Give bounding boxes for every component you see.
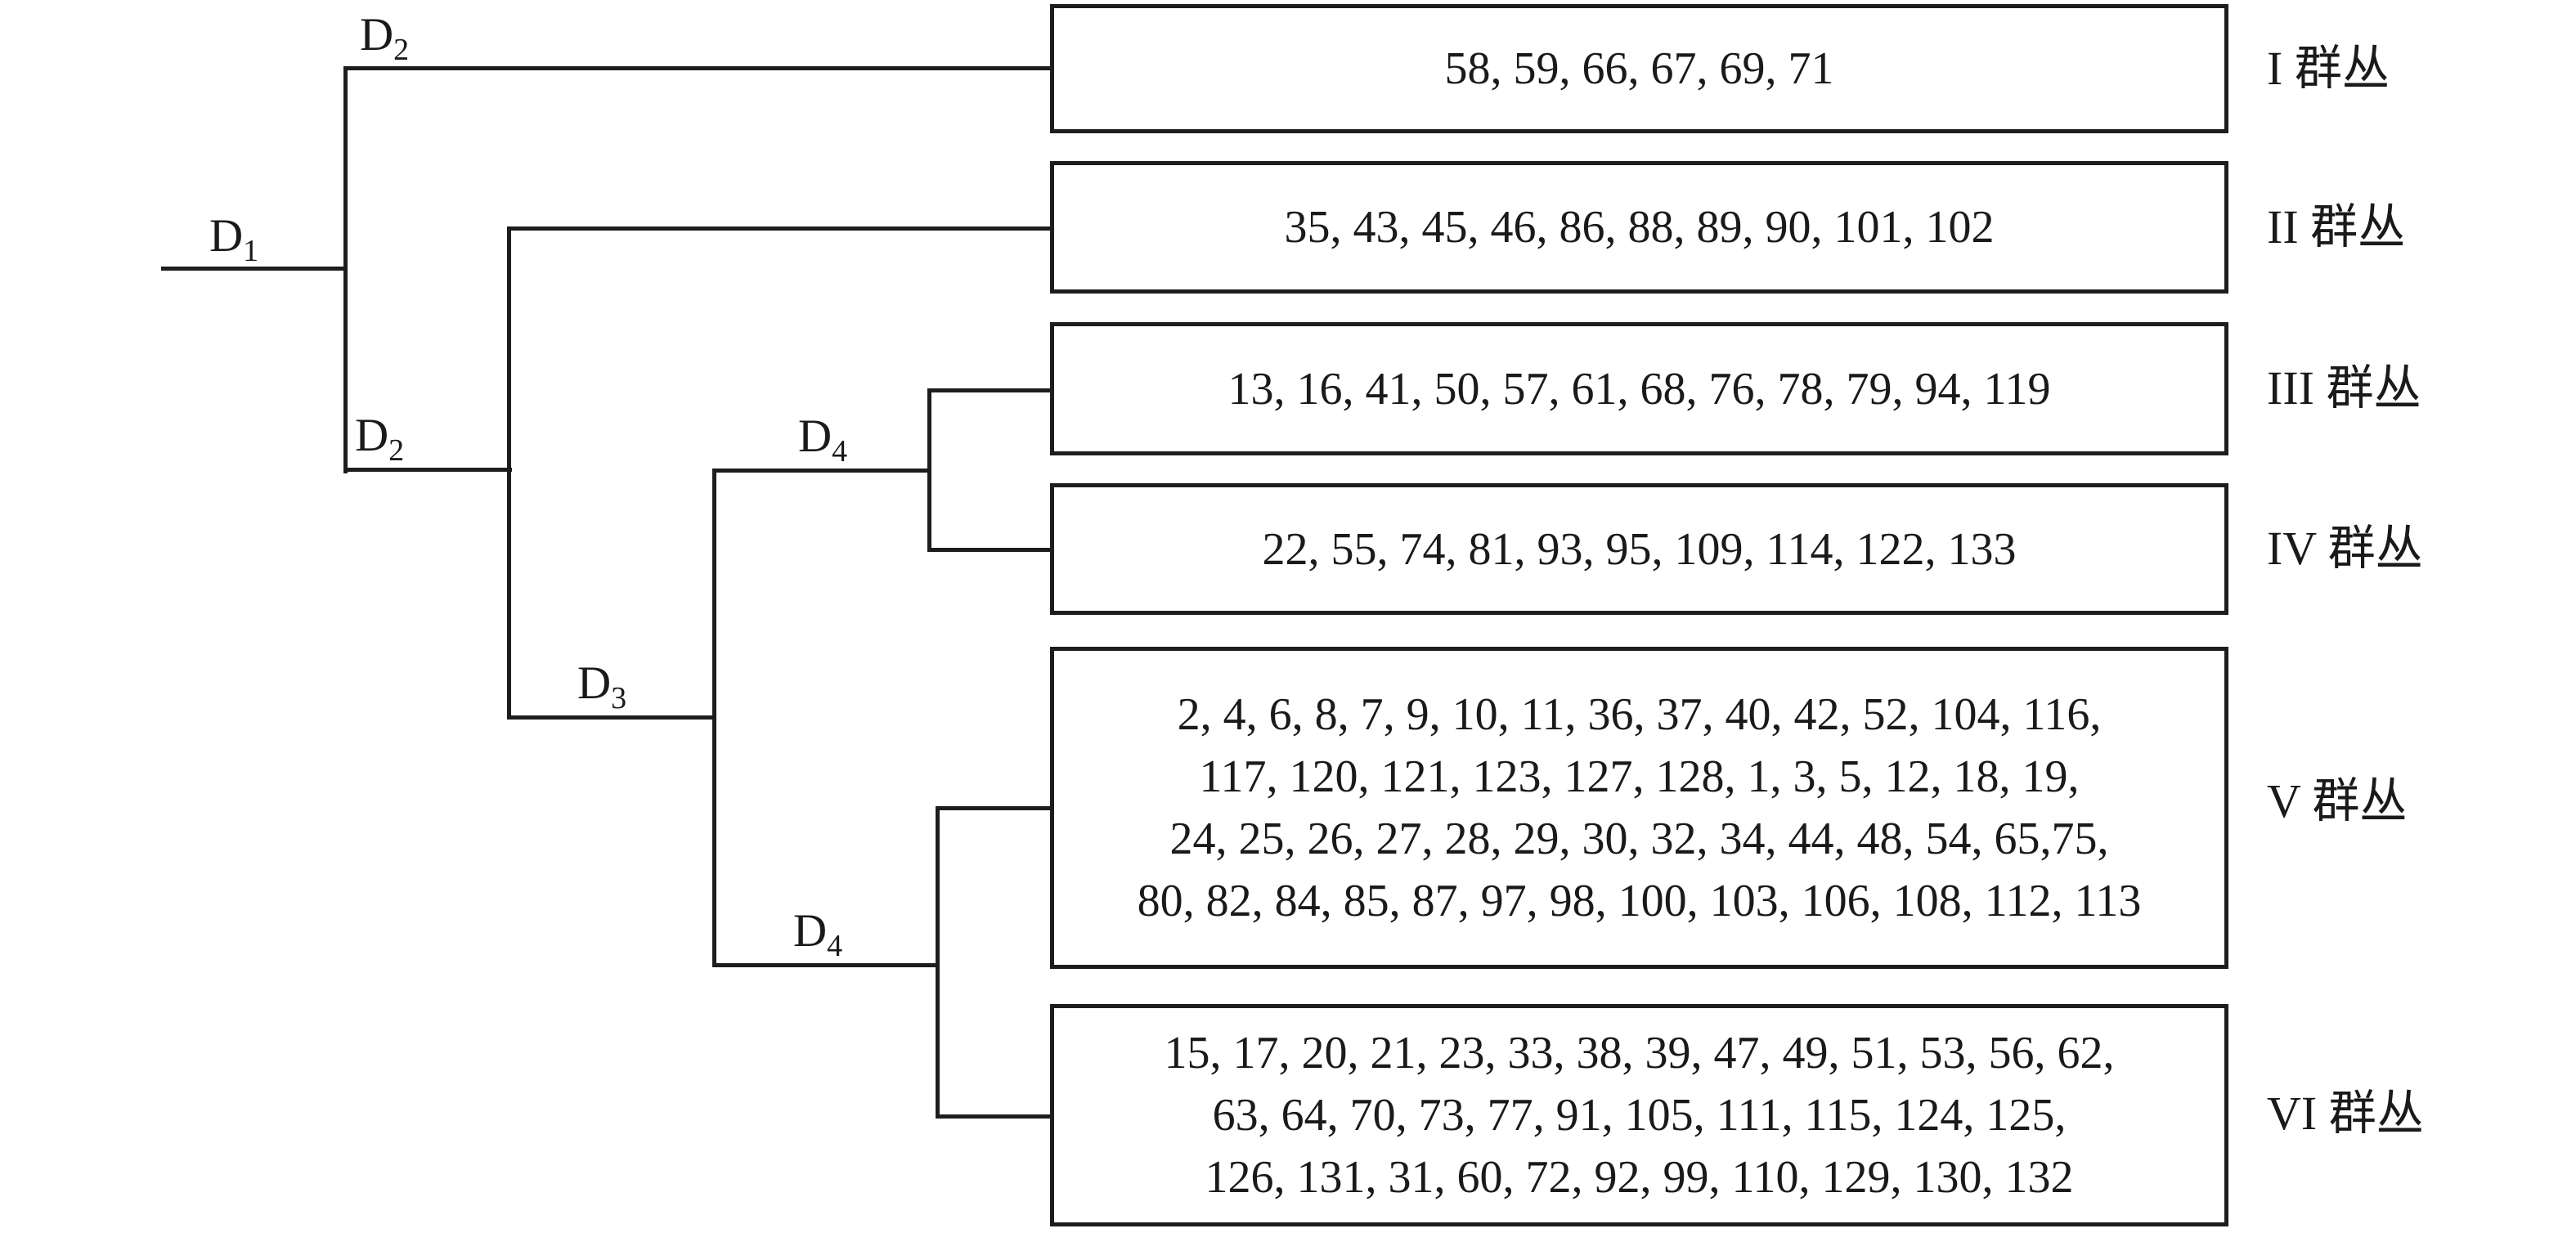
node-label-d1-base: D bbox=[209, 210, 244, 262]
cluster-label-4: IV 群丛 bbox=[2267, 522, 2423, 575]
d3-split-bracket-line bbox=[712, 469, 716, 967]
cluster-label-5: V 群丛 bbox=[2267, 774, 2408, 827]
node-label-d2-top-base: D bbox=[360, 9, 394, 61]
node-label-d1-sub: 1 bbox=[243, 234, 259, 268]
node-label-d4-lower-sub: 4 bbox=[827, 929, 843, 963]
node-label-d2-top: D2 bbox=[360, 9, 409, 66]
node-label-d1: D1 bbox=[209, 210, 258, 267]
cluster-label-3: III 群丛 bbox=[2267, 361, 2421, 415]
node-label-d4-lower: D4 bbox=[793, 905, 842, 962]
d1-split-bracket-line bbox=[343, 66, 348, 473]
d4-lower-bracket-line bbox=[936, 806, 940, 1119]
branch-to-cluster5-line bbox=[936, 806, 1050, 810]
cluster-box-4: 22, 55, 74, 81, 93, 95, 109, 114, 122, 1… bbox=[1050, 483, 2228, 615]
cluster-label-6: VI 群丛 bbox=[2267, 1087, 2424, 1140]
node-label-d3-base: D bbox=[577, 657, 612, 709]
cluster-box-3: 13, 16, 41, 50, 57, 61, 68, 76, 78, 79, … bbox=[1050, 322, 2228, 455]
d4-upper-bracket-line bbox=[927, 388, 931, 552]
d3-stub-line bbox=[507, 715, 716, 720]
cluster-box-5: 2, 4, 6, 8, 7, 9, 10, 11, 36, 37, 40, 42… bbox=[1050, 647, 2228, 969]
branch-to-cluster2-line bbox=[507, 226, 1050, 231]
branch-to-cluster1-line bbox=[343, 66, 1050, 70]
d2-lower-stub-line bbox=[343, 468, 512, 472]
node-label-d2-top-sub: 2 bbox=[393, 33, 410, 67]
cluster-box-2: 35, 43, 45, 46, 86, 88, 89, 90, 101, 102 bbox=[1050, 161, 2228, 294]
node-label-d3-sub: 3 bbox=[611, 681, 627, 715]
branch-to-cluster6-line bbox=[936, 1114, 1050, 1119]
root-stub-line bbox=[161, 267, 348, 271]
node-label-d3: D3 bbox=[577, 657, 626, 715]
node-label-d2-lower-sub: 2 bbox=[388, 433, 405, 468]
cluster-box-1: 58, 59, 66, 67, 69, 71 bbox=[1050, 4, 2228, 133]
node-label-d4-lower-base: D bbox=[793, 905, 828, 957]
branch-to-cluster4-line bbox=[927, 548, 1050, 552]
cluster-label-2: II 群丛 bbox=[2267, 200, 2406, 253]
node-label-d4-upper-base: D bbox=[798, 410, 832, 462]
node-label-d2-lower: D2 bbox=[355, 410, 404, 467]
branch-to-cluster3-line bbox=[927, 388, 1050, 392]
d4-lower-stub-line bbox=[712, 963, 940, 967]
cluster-label-1: I 群丛 bbox=[2267, 42, 2390, 95]
node-label-d4-upper-sub: 4 bbox=[832, 434, 848, 469]
d4-upper-stub-line bbox=[712, 469, 931, 473]
d2-split-bracket-line bbox=[507, 226, 511, 720]
cluster-box-6: 15, 17, 20, 21, 23, 33, 38, 39, 47, 49, … bbox=[1050, 1004, 2228, 1226]
node-label-d4-upper: D4 bbox=[798, 410, 847, 468]
node-label-d2-lower-base: D bbox=[355, 410, 389, 461]
